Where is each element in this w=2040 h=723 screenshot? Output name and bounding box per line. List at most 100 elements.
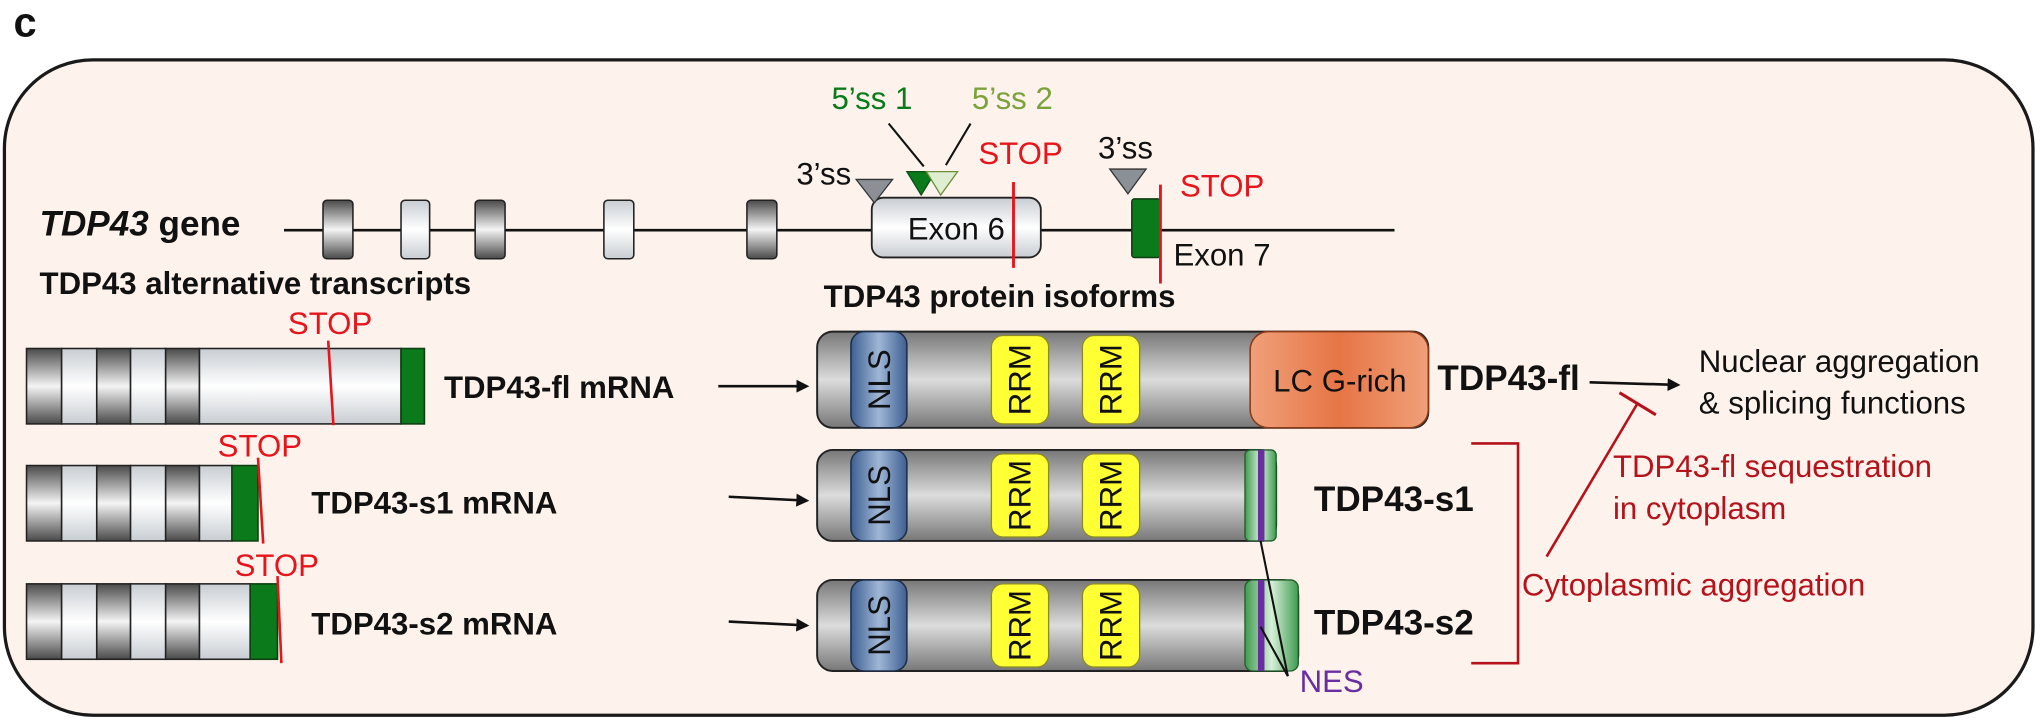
ss3-triangle-a [854, 178, 894, 204]
isoform-s1-name: TDP43-s1 [1314, 480, 1474, 519]
transcript-s2-arrow [728, 618, 810, 632]
transcript-s1: STOP TDP43-s1 mRNA [25, 428, 810, 544]
sequestration-line2: in cytoplasm [1613, 491, 1786, 526]
transcript-s2-exon-6 [198, 583, 251, 661]
exon-1 [322, 199, 354, 260]
transcript-s2-exon-7 [249, 583, 279, 661]
isoform-s2-rrm2-label: RRM [1093, 590, 1128, 661]
transcript-s2-stop-label: STOP [235, 548, 319, 583]
isoform-s1-rrm2-label: RRM [1093, 460, 1128, 531]
transcript-s2-exon-3 [95, 583, 132, 661]
gene-suffix: gene [149, 204, 241, 243]
panel-letter: c [14, 0, 37, 45]
transcript-fl-exon-7 [400, 347, 426, 425]
transcript-s2-exon-2 [60, 583, 98, 661]
ss5-1-triangle [905, 170, 937, 197]
isoform-s2-name: TDP43-s2 [1314, 604, 1474, 643]
sequestration-line1: TDP43-fl sequestration [1613, 449, 1932, 484]
ss5-1-label: 5’ss 1 [831, 81, 912, 116]
isoform-fl-rrm1 [990, 334, 1050, 425]
isoform-fl-nls-label: NLS [862, 349, 897, 410]
exon-4 [603, 199, 635, 260]
fl-outcome-arrow [1589, 378, 1681, 392]
nes-pointer-s2 [1259, 626, 1289, 677]
ss5-2-pointer [944, 123, 972, 166]
transcript-s1-exon-7 [231, 464, 259, 542]
exon-6-label: Exon 6 [908, 211, 1005, 246]
transcripts-heading: TDP43 alternative transcripts [40, 266, 472, 301]
isoform-s1-rrm1-label: RRM [1002, 460, 1037, 531]
ss5-2-label: 5’ss 2 [972, 81, 1053, 116]
transcript-fl: STOP TDP43-fl mRNA [25, 306, 810, 426]
transcript-s1-exon-2 [60, 464, 98, 542]
gene-structure: TDP43 gene Exon 6 Exon 7 3’ss 3’ss 5’ss … [40, 81, 1395, 284]
ss5-2-triangle [925, 170, 959, 197]
s-isoforms-bracket [1471, 442, 1520, 665]
ss3-label-a: 3’ss [796, 157, 851, 192]
transcript-fl-exon-1 [25, 347, 63, 425]
nuclear-outcome-line1: Nuclear aggregation [1699, 344, 1980, 379]
exon-5 [746, 199, 778, 260]
transcript-s1-exon-5 [164, 464, 201, 542]
isoform-fl-rrm1-label: RRM [1002, 344, 1037, 415]
ss5-1-pointer [887, 122, 925, 168]
inhibition-bar [1618, 391, 1657, 417]
isoform-s2: NLS RRM RRM TDP43-s2 [816, 578, 1474, 672]
nuclear-outcome-line2: & splicing functions [1699, 386, 1966, 421]
gene-label: TDP43 gene [40, 204, 241, 243]
transcript-s1-exon-1 [25, 464, 63, 542]
transcript-s2-exon-1 [25, 583, 63, 661]
transcript-fl-exon-3 [95, 347, 132, 425]
transcript-s1-arrow [728, 493, 810, 507]
isoform-s1-nls [850, 449, 908, 542]
transcript-fl-name: TDP43-fl mRNA [444, 370, 674, 405]
transcript-s2-name: TDP43-s2 mRNA [311, 607, 557, 642]
stop-label-exon6: STOP [978, 136, 1062, 171]
isoform-fl-lc-label: LC G-rich [1273, 363, 1406, 398]
stop-label-exon7: STOP [1180, 168, 1264, 203]
transcript-fl-stop-line [326, 340, 335, 426]
isoform-s2-nls [850, 579, 908, 672]
isoform-fl-nls [850, 330, 908, 429]
isoform-s2-rrm1 [990, 583, 1050, 668]
transcript-s2-stop-line [276, 576, 283, 664]
isoforms-heading: TDP43 protein isoforms [824, 279, 1176, 314]
transcript-s2-exon-5 [164, 583, 201, 661]
transcript-s2-exon-4 [129, 583, 167, 661]
nes-pointer-s1 [1259, 540, 1289, 677]
isoform-s1-nes [1257, 449, 1265, 541]
exon-7-box [1131, 198, 1162, 259]
isoform-s1-rrm1 [990, 453, 1050, 538]
exon-3 [474, 199, 506, 260]
isoform-s2-nls-label: NLS [862, 595, 897, 656]
transcript-s1-name: TDP43-s1 mRNA [311, 486, 557, 521]
exon-2 [400, 199, 431, 260]
exon-7-label: Exon 7 [1173, 237, 1270, 272]
transcript-s1-stop-line [256, 457, 265, 544]
isoform-fl: NLS RRM RRM LC G-rich TDP43-fl [816, 330, 1580, 429]
transcript-fl-exon-6 [198, 347, 402, 425]
isoform-s2-rrm2 [1081, 583, 1141, 668]
transcript-s2: STOP TDP43-s2 mRNA [25, 548, 810, 664]
nes-label: NES [1300, 664, 1364, 699]
transcript-fl-exon-5 [164, 347, 201, 425]
isoform-fl-name: TDP43-fl [1437, 359, 1579, 398]
ss3-triangle-b [1108, 168, 1148, 195]
isoform-fl-rrm2 [1081, 334, 1141, 425]
isoform-s1-rrm2 [1081, 453, 1141, 538]
isoform-fl-rrm2-label: RRM [1093, 344, 1128, 415]
transcript-s1-stop-label: STOP [218, 428, 302, 463]
transcript-fl-exon-4 [129, 347, 167, 425]
gene-name: TDP43 [40, 204, 150, 243]
transcript-s1-exon-4 [129, 464, 167, 542]
transcript-s1-exon-6 [198, 464, 233, 542]
isoform-s2-nes [1257, 579, 1265, 671]
isoform-s1: NLS RRM RRM TDP43-s1 [816, 448, 1474, 542]
transcript-fl-exon-2 [60, 347, 98, 425]
inhibition-line [1545, 402, 1639, 558]
ss3-label-b: 3’ss [1098, 131, 1153, 166]
transcript-s1-exon-3 [95, 464, 132, 542]
exon-6-box [870, 196, 1042, 259]
isoform-fl-lc [1249, 330, 1430, 429]
